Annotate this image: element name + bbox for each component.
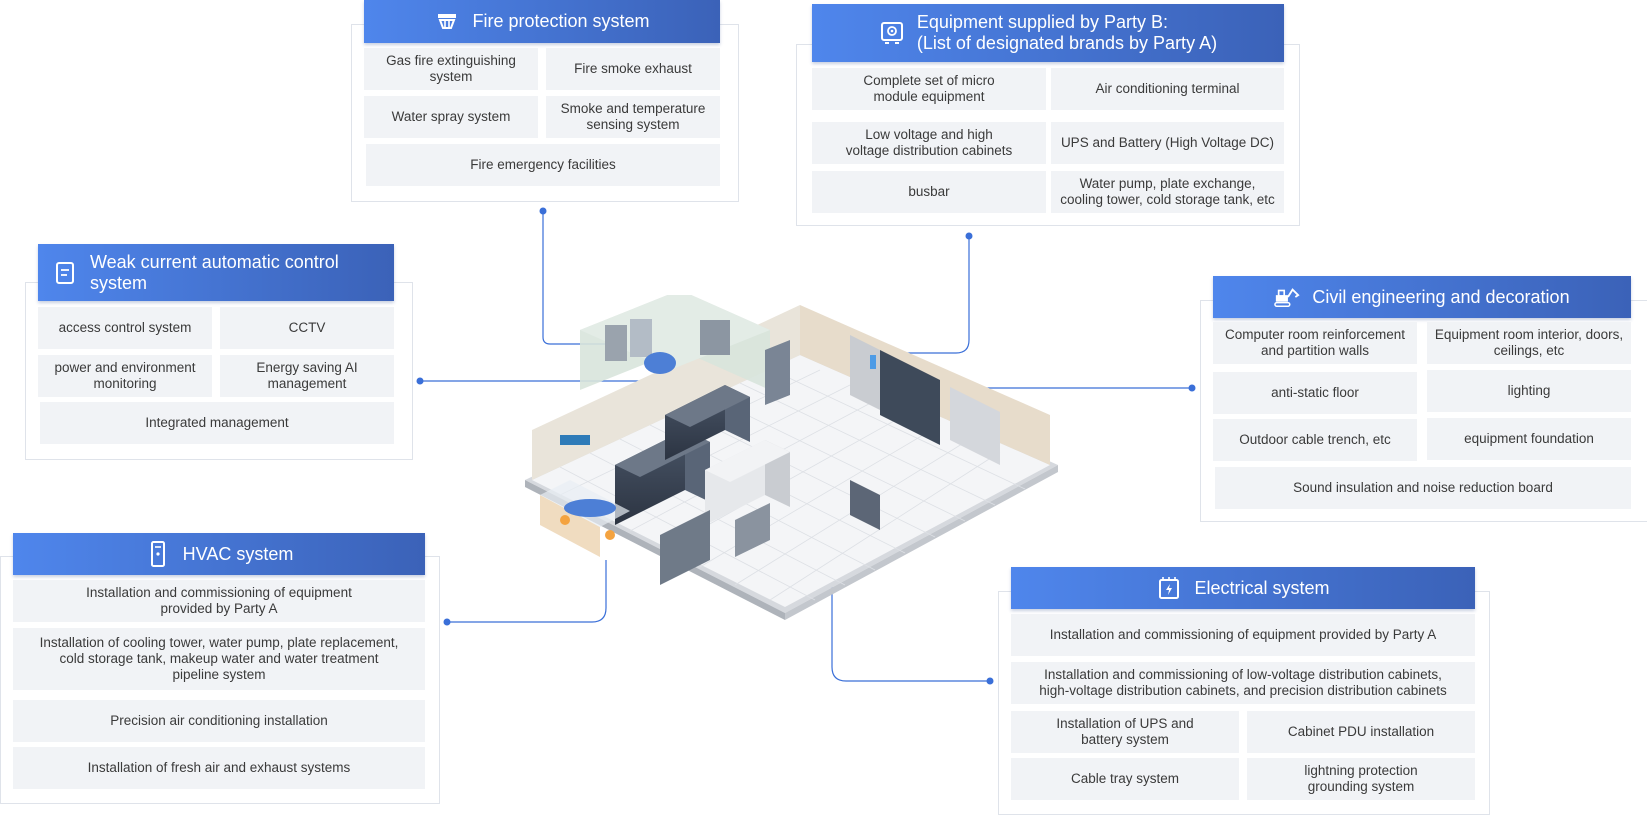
civil-item: lighting xyxy=(1427,370,1631,412)
hvac-header: HVAC system xyxy=(13,533,425,575)
data-center-illustration xyxy=(525,295,1058,620)
electrical-title: Electrical system xyxy=(1194,577,1330,598)
electrical-item: Cable tray system xyxy=(1011,758,1239,800)
equipment-item: Air conditioning terminal xyxy=(1051,68,1284,110)
fire-item: Gas fire extinguishing system xyxy=(364,48,538,90)
electrical-cabinet-icon xyxy=(1156,575,1182,601)
electrical-item: Installation and commissioning of low-vo… xyxy=(1011,662,1475,704)
equipment-title: Equipment supplied by Party B: (List of … xyxy=(916,12,1218,53)
weak-current-title: Weak current automatic control system xyxy=(90,251,339,293)
weak-connector-dot xyxy=(416,377,424,385)
fire-item: Smoke and temperature sensing system xyxy=(546,96,720,138)
control-panel-icon xyxy=(52,260,78,286)
fire-item: Fire smoke exhaust xyxy=(546,48,720,90)
electrical-item: Installation and commissioning of equipm… xyxy=(1011,614,1475,656)
hvac-item: Installation of cooling tower, water pum… xyxy=(13,628,425,690)
fire-protection-title: Fire protection system xyxy=(472,11,650,31)
excavator-icon xyxy=(1274,284,1301,310)
electrical-item: lightning protection grounding system xyxy=(1247,758,1475,800)
civil-item: Equipment room interior, doors, ceilings… xyxy=(1427,322,1631,364)
weak-item: Integrated management xyxy=(40,402,394,444)
hvac-connector-dot xyxy=(443,618,451,626)
civil-item: Sound insulation and noise reduction boa… xyxy=(1215,467,1631,509)
electrical-item: Installation of UPS and battery system xyxy=(1011,711,1239,753)
civil-item: anti-static floor xyxy=(1213,372,1417,414)
sprinkler-icon xyxy=(434,9,460,35)
electrical-item: Cabinet PDU installation xyxy=(1247,711,1475,753)
civil-item: Outdoor cable trench, etc xyxy=(1213,419,1417,461)
equipment-connector-dot xyxy=(965,232,973,240)
hvac-item: Precision air conditioning installation xyxy=(13,700,425,742)
civil-item: equipment foundation xyxy=(1427,418,1631,460)
hvac-item: Installation and commissioning of equipm… xyxy=(13,580,425,622)
civil-connector-dot xyxy=(1188,384,1196,392)
fire-connector-dot xyxy=(539,207,547,215)
air-conditioner-icon xyxy=(145,541,171,567)
fire-item: Fire emergency facilities xyxy=(366,144,720,186)
weak-item: CCTV xyxy=(220,307,394,349)
electrical-connector-dot xyxy=(986,677,994,685)
civil-title: Civil engineering and decoration xyxy=(1312,286,1570,307)
civil-item: Computer room reinforcement and partitio… xyxy=(1213,322,1417,364)
equipment-item: Complete set of micro module equipment xyxy=(812,68,1046,110)
hvac-item: Installation of fresh air and exhaust sy… xyxy=(13,747,425,789)
equipment-box-icon xyxy=(879,20,905,46)
weak-item: power and environment monitoring xyxy=(38,355,212,397)
weak-item: access control system xyxy=(38,307,212,349)
civil-header: Civil engineering and decoration xyxy=(1213,276,1631,318)
equipment-item: busbar xyxy=(812,171,1046,213)
hvac-title: HVAC system xyxy=(182,543,294,564)
equipment-item: UPS and Battery (High Voltage DC) xyxy=(1051,122,1284,164)
fire-item: Water spray system xyxy=(364,96,538,138)
equipment-item: Low voltage and high voltage distributio… xyxy=(812,122,1046,164)
fire-protection-header: Fire protection system xyxy=(364,0,720,43)
equipment-item: Water pump, plate exchange, cooling towe… xyxy=(1051,171,1284,213)
equipment-header: Equipment supplied by Party B: (List of … xyxy=(812,4,1284,62)
weak-item: Energy saving AI management xyxy=(220,355,394,397)
weak-current-header: Weak current automatic control system xyxy=(38,244,394,301)
electrical-header: Electrical system xyxy=(1011,567,1475,609)
